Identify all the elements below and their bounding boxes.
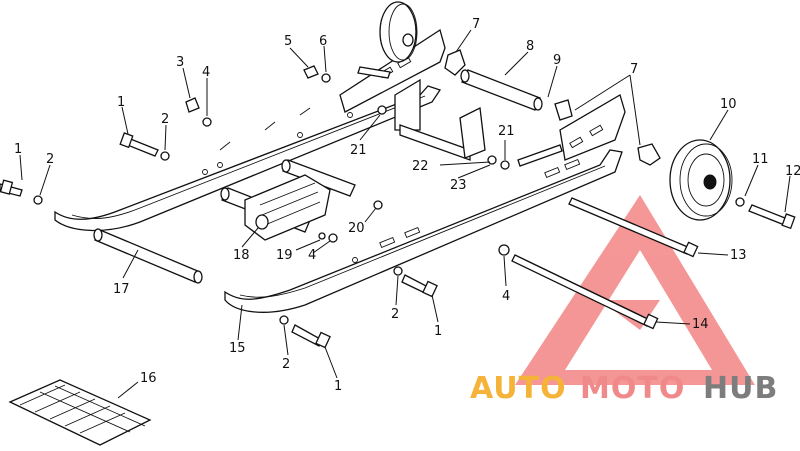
callout-2c: 2 [391, 307, 399, 322]
callout-labels: 1 2 1 2 3 4 5 6 7 8 9 7 10 11 12 13 14 2… [14, 17, 800, 394]
watermark-text: AUTO MOTO HUB [470, 371, 778, 406]
washer-21b [500, 160, 510, 170]
callout-2d: 2 [282, 357, 290, 372]
washer-4a [202, 117, 212, 127]
callout-15: 15 [229, 341, 246, 356]
callout-8: 8 [526, 39, 534, 54]
callout-1d: 1 [334, 379, 342, 394]
washer-6 [321, 73, 331, 83]
callout-17: 17 [113, 282, 130, 297]
bolt-1a [0, 179, 23, 197]
washer-2b [160, 151, 170, 161]
callout-2a: 2 [46, 152, 54, 167]
watermark-auto: AUTO [470, 371, 567, 406]
callout-1c: 1 [434, 324, 442, 339]
washer-2c [393, 266, 403, 276]
bolt-12 [748, 204, 796, 230]
callout-19: 19 [276, 248, 293, 263]
callout-7b: 7 [630, 62, 638, 77]
watermark-logo [515, 195, 755, 385]
cross-shaft-17 [93, 228, 203, 284]
triangle-outer [515, 195, 755, 385]
callout-4a: 4 [202, 65, 210, 80]
bolt-14 [511, 254, 659, 330]
rear-bracket-right [459, 94, 626, 161]
callout-23: 23 [450, 178, 467, 193]
callout-16: 16 [140, 371, 157, 386]
callout-4c: 4 [502, 289, 510, 304]
left-rail [54, 85, 442, 232]
callout-9: 9 [553, 53, 561, 68]
washer-21a [377, 105, 387, 115]
washer-4c [498, 244, 510, 256]
cap-7b [637, 143, 661, 166]
nut-5 [303, 65, 319, 79]
callout-1b: 1 [117, 95, 125, 110]
spacer-23 [487, 155, 497, 165]
callout-6: 6 [319, 34, 327, 49]
bolt-1b [119, 132, 159, 157]
callout-21a: 21 [350, 143, 367, 158]
callout-12: 12 [785, 164, 800, 179]
callout-5: 5 [284, 34, 292, 49]
callout-22: 22 [412, 159, 429, 174]
cross-shaft-upper [281, 159, 356, 197]
watermark-hub: HUB [703, 371, 778, 406]
bolt-13 [568, 197, 699, 258]
rail-clip-16 [8, 379, 152, 446]
callout-2b: 2 [161, 112, 169, 127]
washer-2d [279, 315, 289, 325]
callout-10: 10 [720, 97, 737, 112]
callout-4b: 4 [308, 248, 316, 263]
callout-11: 11 [752, 152, 769, 167]
washer-2a [33, 195, 43, 205]
cross-shaft-8 [460, 69, 543, 111]
cap-7a [444, 49, 466, 76]
callout-7a: 7 [472, 17, 480, 32]
bolt-1c [401, 274, 438, 298]
callout-14: 14 [692, 317, 709, 332]
washers-nuts [33, 49, 745, 325]
spacer-19 [318, 232, 326, 240]
bolt-1d [291, 324, 331, 349]
right-rail [224, 149, 623, 313]
washer-4b [328, 233, 338, 243]
nut-3 [185, 97, 200, 113]
callout-1a: 1 [14, 142, 22, 157]
rear-bracket-left [339, 28, 471, 161]
callout-21b: 21 [498, 124, 515, 139]
callout-18: 18 [233, 248, 250, 263]
spacer-9 [554, 99, 573, 121]
bolt-upper-6 [357, 66, 391, 79]
callout-13: 13 [730, 248, 747, 263]
torque-arm-bracket [244, 174, 331, 241]
washer-20 [373, 200, 383, 210]
idler-wheel-top [379, 1, 418, 63]
washer-11 [735, 197, 745, 207]
leader-lines [19, 29, 791, 399]
callout-20: 20 [348, 221, 365, 236]
idler-wheel-10 [669, 139, 733, 221]
watermark-moto: MOTO [580, 371, 685, 406]
callout-3: 3 [176, 55, 184, 70]
bolt-rear-right [517, 144, 563, 167]
